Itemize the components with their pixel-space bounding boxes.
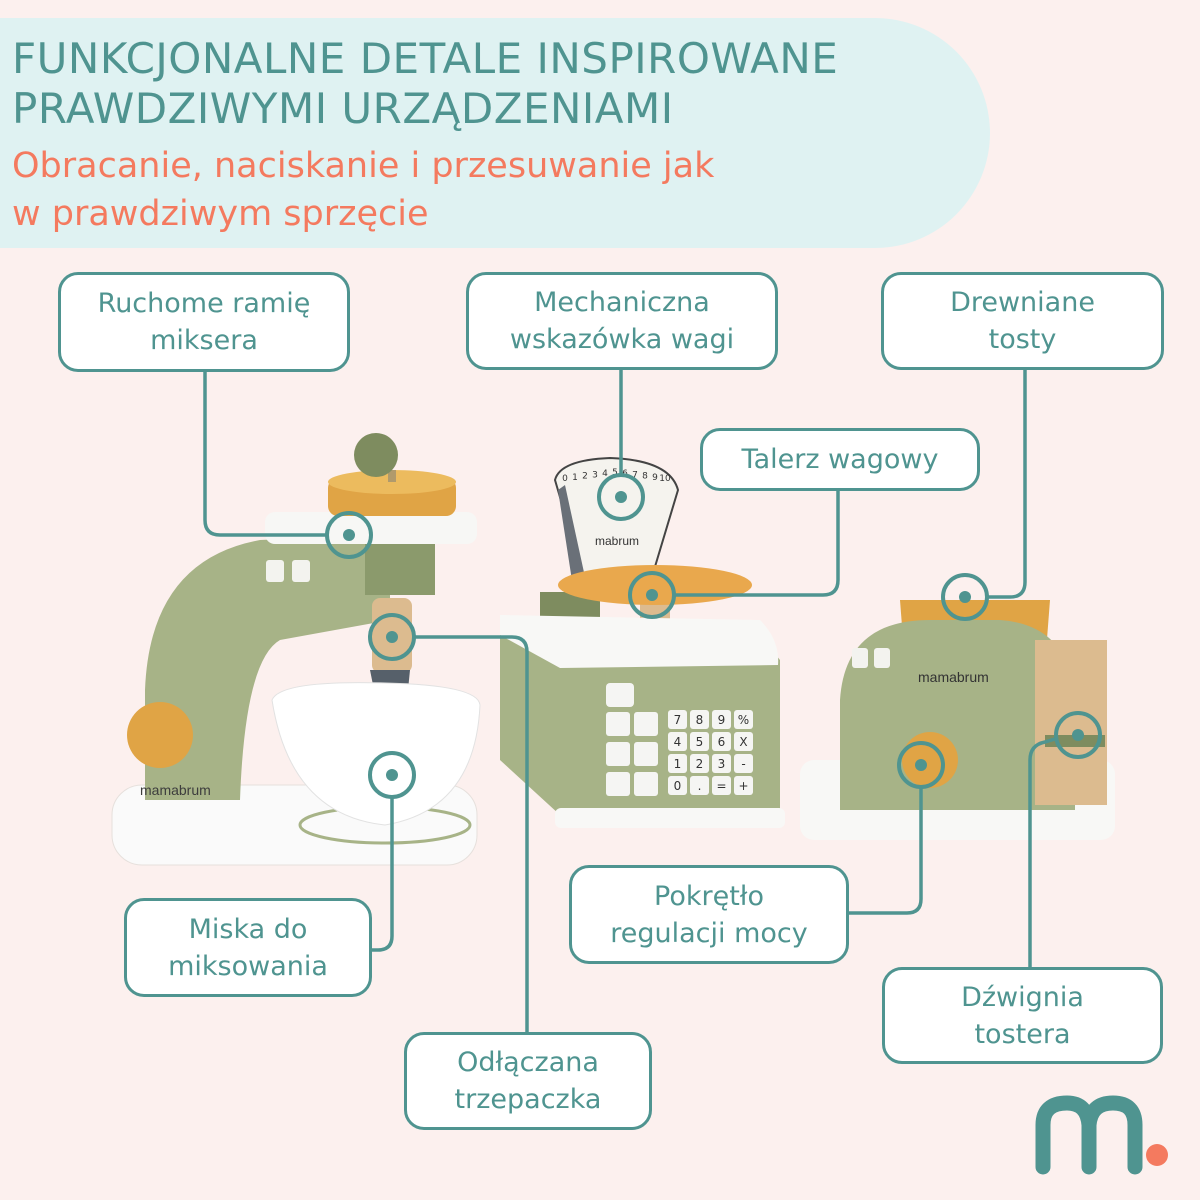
keypad-key xyxy=(712,710,731,729)
keypad-key-label: = xyxy=(716,779,726,793)
keypad-key xyxy=(712,754,731,773)
keypad-key xyxy=(668,754,687,773)
marker-dot-scale-plate xyxy=(646,589,658,601)
marker-dot-scale-needle xyxy=(615,491,627,503)
keypad-key-label: X xyxy=(739,735,747,749)
toy-toaster: mamabrum xyxy=(800,600,1115,840)
toy-mixer: mamabrum xyxy=(111,433,481,866)
keypad-key xyxy=(668,732,687,751)
title-line-1: FUNKCJONALNE DETALE INSPIROWANE xyxy=(12,34,839,83)
page-subtitle: Obracanie, naciskanie i przesuwanie jak … xyxy=(12,142,714,238)
subtitle-line-2: w prawdziwym sprzęcie xyxy=(12,194,429,234)
scale-dial-number: 8 xyxy=(642,472,648,482)
scale-dial-number: 9 xyxy=(652,473,658,483)
marker-ring-wooden-toast xyxy=(941,573,989,621)
keypad-key-label: + xyxy=(738,779,748,793)
callout-mixer-arm: Ruchome ramię miksera xyxy=(58,272,350,372)
scale-dial-number: 10 xyxy=(659,474,671,484)
scale-dial-number: 0 xyxy=(562,474,568,484)
marker-ring-whisk xyxy=(368,613,416,661)
connector-toaster-lever xyxy=(1028,736,1059,967)
connector-wooden-toast xyxy=(987,370,1027,599)
scale-dial-number: 5 xyxy=(612,468,618,478)
marker-ring-scale-needle xyxy=(597,473,645,521)
marker-dot-mixing-bowl xyxy=(386,769,398,781)
toaster-brand: mamabrum xyxy=(918,669,989,685)
subtitle-line-1: Obracanie, naciskanie i przesuwanie jak xyxy=(12,146,715,186)
scale-brand: mabrum xyxy=(595,534,639,548)
connector-scale-plate xyxy=(674,491,840,597)
keypad-key-label: 9 xyxy=(718,713,726,727)
keypad-key xyxy=(668,710,687,729)
marker-ring-power-knob xyxy=(897,741,945,789)
keypad-key-label: 2 xyxy=(696,757,704,771)
keypad-key-label: 4 xyxy=(674,735,682,749)
marker-dot-wooden-toast xyxy=(959,591,971,603)
marker-ring-mixing-bowl xyxy=(368,751,416,799)
keypad-key-label: 0 xyxy=(674,779,682,793)
marker-dot-mixer-arm xyxy=(343,529,355,541)
scale-dial-number: 1 xyxy=(572,473,578,483)
keypad-key xyxy=(712,732,731,751)
keypad-key-label: - xyxy=(741,757,745,771)
keypad-key-label: 8 xyxy=(696,713,704,727)
keypad-key-label: . xyxy=(698,779,702,793)
connector-power-knob xyxy=(849,787,923,915)
scale-dial-number: 7 xyxy=(632,470,638,480)
keypad-key-label: 7 xyxy=(674,713,682,727)
keypad-key xyxy=(734,754,753,773)
callout-scale-needle: Mechaniczna wskazówka wagi xyxy=(466,272,778,370)
page-title: FUNKCJONALNE DETALE INSPIROWANE PRAWDZIW… xyxy=(12,34,838,134)
scale-dial-number: 4 xyxy=(602,469,608,479)
connector-mixing-bowl xyxy=(372,797,394,952)
keypad-key xyxy=(734,732,753,751)
marker-ring-toaster-lever xyxy=(1054,711,1102,759)
keypad-key xyxy=(690,732,709,751)
keypad-key xyxy=(690,754,709,773)
mamabrum-logo xyxy=(1035,1095,1168,1175)
keypad-key-label: 5 xyxy=(696,735,704,749)
marker-dot-power-knob xyxy=(915,759,927,771)
keypad-key xyxy=(668,776,687,795)
callout-whisk: Odłączana trzepaczka xyxy=(404,1032,652,1130)
keypad-key xyxy=(690,710,709,729)
keypad-key xyxy=(712,776,731,795)
keypad-key-label: 1 xyxy=(674,757,682,771)
keypad-key-label: 3 xyxy=(718,757,726,771)
keypad-key-label: 6 xyxy=(718,735,726,749)
callout-power-knob: Pokrętło regulacji mocy xyxy=(569,865,849,964)
callout-wooden-toast: Drewniane tosty xyxy=(881,272,1164,370)
mixer-brand: mamabrum xyxy=(140,782,211,798)
scale-dial-number: 3 xyxy=(592,470,598,480)
marker-ring-mixer-arm xyxy=(325,511,373,559)
keypad-key xyxy=(690,776,709,795)
connector-whisk xyxy=(414,635,529,1032)
callout-mixing-bowl: Miska do miksowania xyxy=(124,898,372,997)
marker-dot-whisk xyxy=(386,631,398,643)
callout-scale-plate: Talerz wagowy xyxy=(700,428,980,491)
marker-ring-scale-plate xyxy=(628,571,676,619)
keypad-key xyxy=(734,776,753,795)
marker-dot-toaster-lever xyxy=(1072,729,1084,741)
header-band xyxy=(0,18,990,248)
connector-mixer-arm xyxy=(203,372,327,537)
scale-dial-number: 2 xyxy=(582,472,588,482)
keypad-key-label: % xyxy=(738,713,749,727)
callout-toaster-lever: Dźwignia tostera xyxy=(882,967,1163,1064)
title-line-2: PRAWDZIWYMI URZĄDZENIAMI xyxy=(12,84,674,133)
connector-lines xyxy=(203,370,1059,1032)
keypad-key xyxy=(734,710,753,729)
